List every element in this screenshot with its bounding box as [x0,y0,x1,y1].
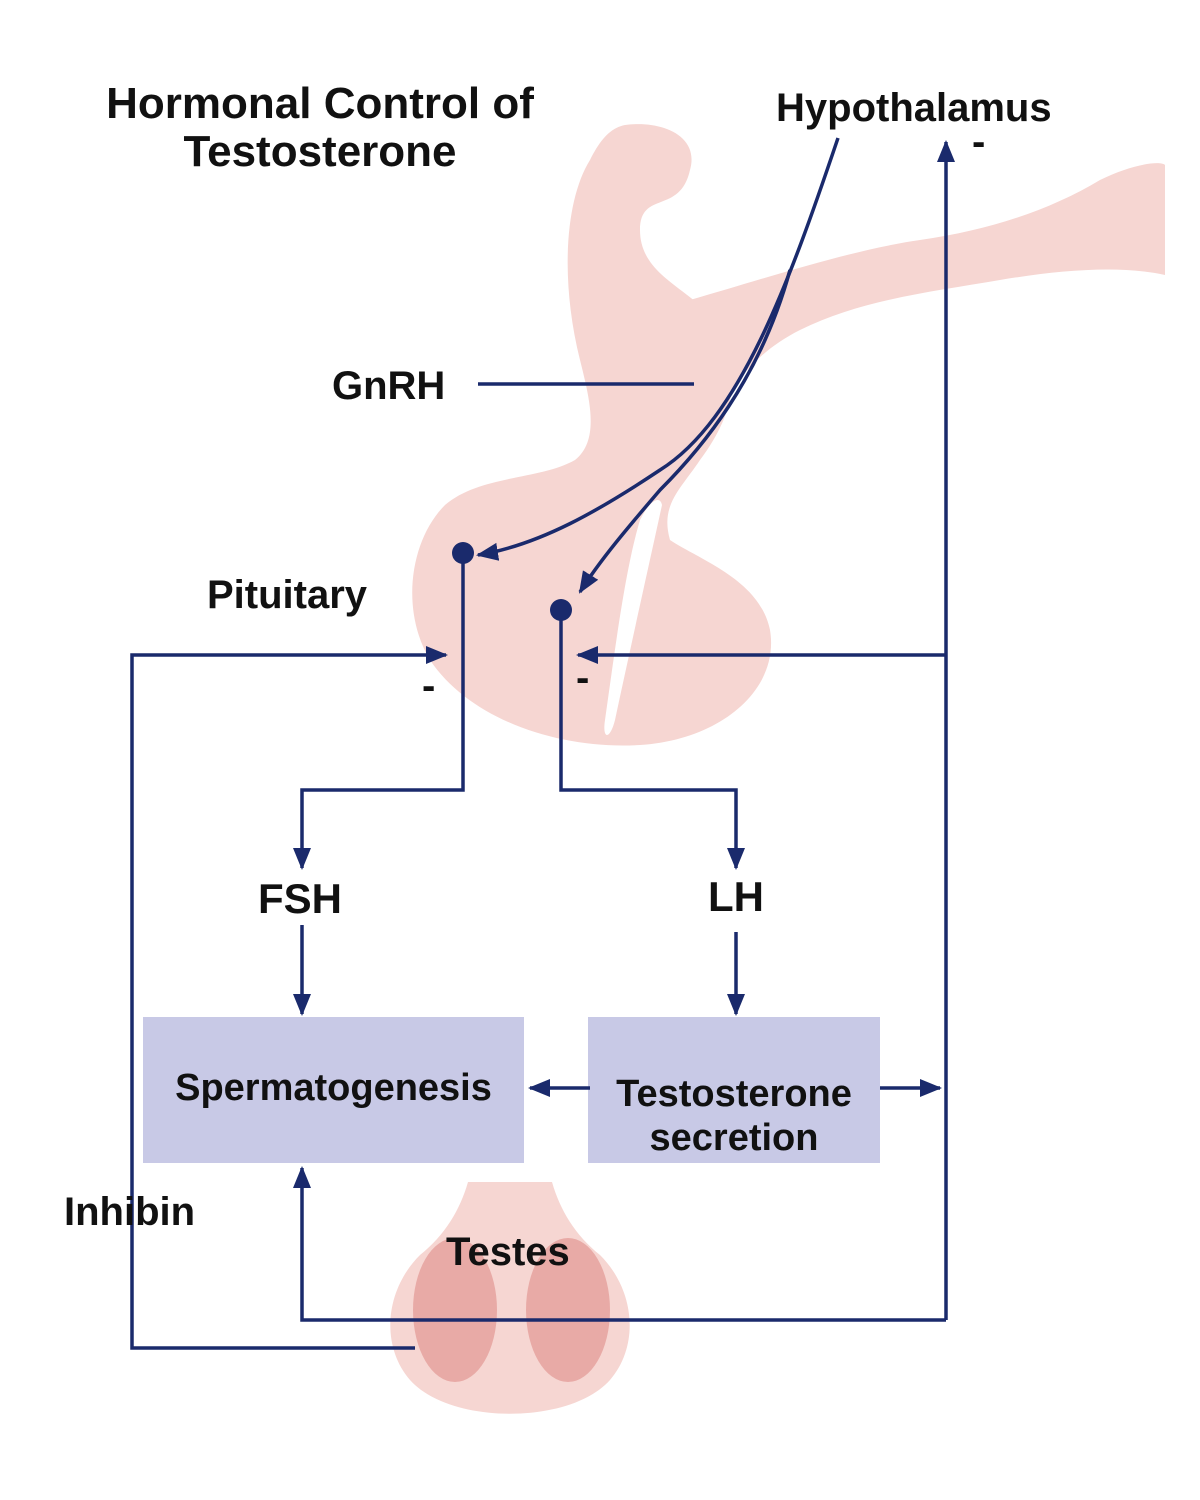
testes-label: Testes [446,1230,570,1274]
fsh-label: FSH [258,875,342,922]
testosterone-label-line-1: Testosterone [616,1073,852,1115]
pituitary-fsh-inhibition-sign: - [422,664,436,708]
testosterone-label-line-2: secretion [649,1117,819,1159]
spermatogenesis-box [143,1017,524,1163]
lh-label: LH [708,873,764,920]
hypothalamus-inhibition-sign: - [972,120,986,164]
lh-cell-dot [550,599,572,621]
hypothalamus-label: Hypothalamus [776,86,1052,130]
testosterone-secretion-box [588,1017,880,1163]
diagram-title: Hormonal Control of Testosterone [60,80,580,176]
inhibin-label: Inhibin [64,1190,196,1234]
inhibin-feedback-arrow [130,646,448,1350]
pituitary-lh-inhibition-sign: - [576,656,590,700]
title-line-2: Testosterone [183,127,457,176]
pituitary-label: Pituitary [207,573,368,617]
pituitary-to-fsh-arrow [293,553,465,870]
spermatogenesis-label: Spermatogenesis [175,1067,492,1109]
gnrh-to-lh-cell-arrow [578,269,792,594]
pituitary-to-lh-arrow [559,610,745,870]
gnrh-to-fsh-cell-arrow [476,137,840,561]
brain-anatomy-illustration [412,124,1165,746]
testes-illustration [390,1182,630,1414]
testes-to-spermatogenesis-arrow [293,1166,946,1322]
testosterone-secretion-label: Testosterone secretion [584,1072,884,1160]
gnrh-label: GnRH [332,364,446,408]
fsh-cell-dot [452,542,474,564]
title-line-1: Hormonal Control of [106,79,534,128]
